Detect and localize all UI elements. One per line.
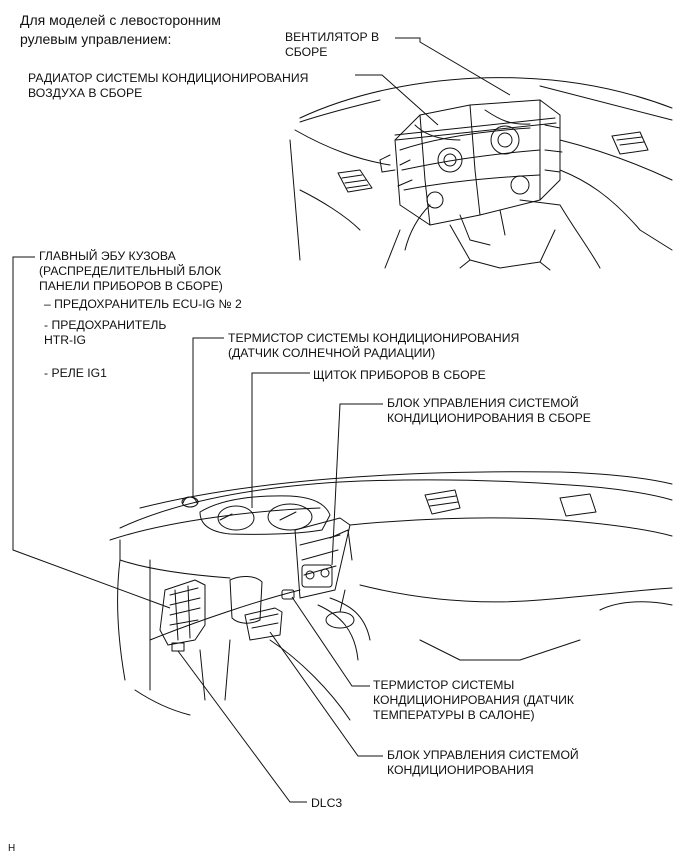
label-line: ГЛАВНЫЙ ЭБУ КУЗОВА <box>39 249 176 263</box>
leader-blower <box>395 37 511 96</box>
leader-combination-meter <box>251 372 310 508</box>
label-line: БЛОК УПРАВЛЕНИЯ СИСТЕМОЙ <box>387 748 579 762</box>
label-line: ВЕНТИЛЯТОР В <box>285 30 380 44</box>
label-line: (ДАТЧИК СОЛНЕЧНОЙ РАДИАЦИИ) <box>228 346 436 360</box>
leader-room-temp-sensor <box>291 596 370 687</box>
label-combination-meter: ЩИТОК ПРИБОРОВ В СБОРЕ <box>313 368 486 382</box>
label-line: КОНДИЦИОНИРОВАНИЯ В СБОРЕ <box>387 411 591 425</box>
corner-mark: H <box>8 843 16 854</box>
label-line: РАДИАТОР СИСТЕМЫ КОНДИЦИОНИРОВАНИЯ <box>28 71 309 85</box>
leader-solar-sensor <box>192 337 224 498</box>
title-line-1: Для моделей с левосторонним <box>20 12 221 28</box>
label-line: ТЕМПЕРАТУРЫ В САЛОНЕ) <box>373 708 535 722</box>
lower-dashboard-illustration <box>109 471 673 721</box>
label-ac-control-assembly: БЛОК УПРАВЛЕНИЯ СИСТЕМОЙ КОНДИЦИОНИРОВАН… <box>387 396 591 426</box>
label-room-temp-sensor: ТЕРМИСТОР СИСТЕМЫ КОНДИЦИОНИРОВАНИЯ (ДАТ… <box>373 678 574 723</box>
label-main-body-ecu: ГЛАВНЫЙ ЭБУ КУЗОВА (РАСПРЕДЕЛИТЕЛЬНЫЙ БЛ… <box>39 249 223 294</box>
leader-ac-control-assembly <box>331 403 383 566</box>
label-line: БЛОК УПРАВЛЕНИЯ СИСТЕМОЙ <box>387 396 579 410</box>
title-line-2: рулевым управлением: <box>20 31 172 47</box>
label-line: ВОЗДУХА В СБОРЕ <box>28 86 143 100</box>
label-ac-amplifier: БЛОК УПРАВЛЕНИЯ СИСТЕМОЙ КОНДИЦИОНИРОВАН… <box>387 748 579 778</box>
label-line: HTR-IG <box>44 333 86 347</box>
label-line: ТЕРМИСТОР СИСТЕМЫ <box>373 678 515 692</box>
label-line: (РАСПРЕДЕЛИТЕЛЬНЫЙ БЛОК <box>39 264 222 278</box>
leader-main-body-ecu <box>12 256 171 609</box>
label-solar-sensor: ТЕРМИСТОР СИСТЕМЫ КОНДИЦИОНИРОВАНИЯ (ДАТ… <box>228 331 519 361</box>
diagram-title: Для моделей с левосторонним рулевым упра… <box>20 11 221 49</box>
label-blower-assembly: ВЕНТИЛЯТОР В СБОРЕ <box>285 30 379 60</box>
label-line: КОНДИЦИОНИРОВАНИЯ <box>387 763 534 777</box>
label-dlc3: DLC3 <box>311 796 343 810</box>
label-ac-radiator: РАДИАТОР СИСТЕМЫ КОНДИЦИОНИРОВАНИЯ ВОЗДУ… <box>28 71 308 101</box>
label-relay-ig1: - РЕЛЕ IG1 <box>44 366 107 380</box>
label-line: - ПРЕДОХРАНИТЕЛЬ <box>44 318 167 332</box>
label-line: КОНДИЦИОНИРОВАНИЯ (ДАТЧИК <box>373 693 574 707</box>
label-line: ПАНЕЛИ ПРИБОРОВ В СБОРЕ) <box>39 279 223 293</box>
leader-dlc3 <box>177 650 307 803</box>
label-fuse-htr-ig: - ПРЕДОХРАНИТЕЛЬ HTR-IG <box>44 318 166 348</box>
label-line: ТЕРМИСТОР СИСТЕМЫ КОНДИЦИОНИРОВАНИЯ <box>228 331 520 345</box>
leader-ac-amplifier <box>269 631 383 757</box>
label-line: СБОРЕ <box>285 45 328 59</box>
label-fuse-ecu-ig2: – ПРЕДОХРАНИТЕЛЬ ECU-IG № 2 <box>44 297 242 311</box>
leader-radiator <box>355 74 439 126</box>
upper-dashboard-illustration <box>289 77 673 271</box>
